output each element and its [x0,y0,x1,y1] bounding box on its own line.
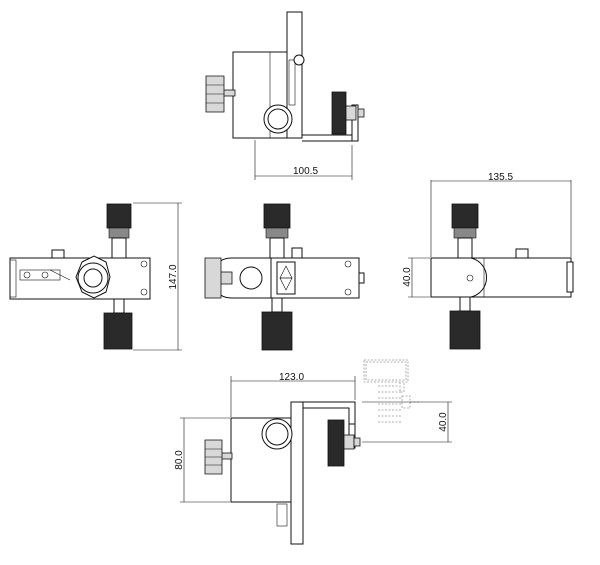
front-left-knob-icon [204,257,222,299]
front-top-knob-icon [263,203,291,229]
top-view: 100.5 [205,11,365,180]
front-bottom-knob-icon [261,311,293,351]
right-bottom-knob-icon [449,310,481,350]
top-right-knob-icon [331,91,347,135]
bottom-plate [290,401,304,545]
dim-right-height: 40.0 [402,267,413,287]
front-bore-icon [239,266,263,290]
bottom-view: 123.0 80.0 40.0 [174,359,452,545]
dim-bottom-height: 80.0 [174,450,185,470]
top-plate [286,11,303,139]
dim-front-height: 147.0 [168,264,179,289]
dim-top-width: 100.5 [293,166,318,177]
left-top-knob-icon [106,203,132,229]
phantom-outline [363,359,420,423]
dim-bottom-offset: 40.0 [438,412,449,432]
dim-bottom-width: 123.0 [279,372,304,383]
right-view: 135.5 40.0 [402,172,574,350]
dim-right-width: 135.5 [488,172,513,183]
left-bottom-knob-icon [103,312,133,350]
front-view [204,203,365,351]
right-top-knob-icon [451,203,479,229]
bottom-right-knob-icon [327,419,345,467]
left-view: 147.0 [9,202,182,351]
